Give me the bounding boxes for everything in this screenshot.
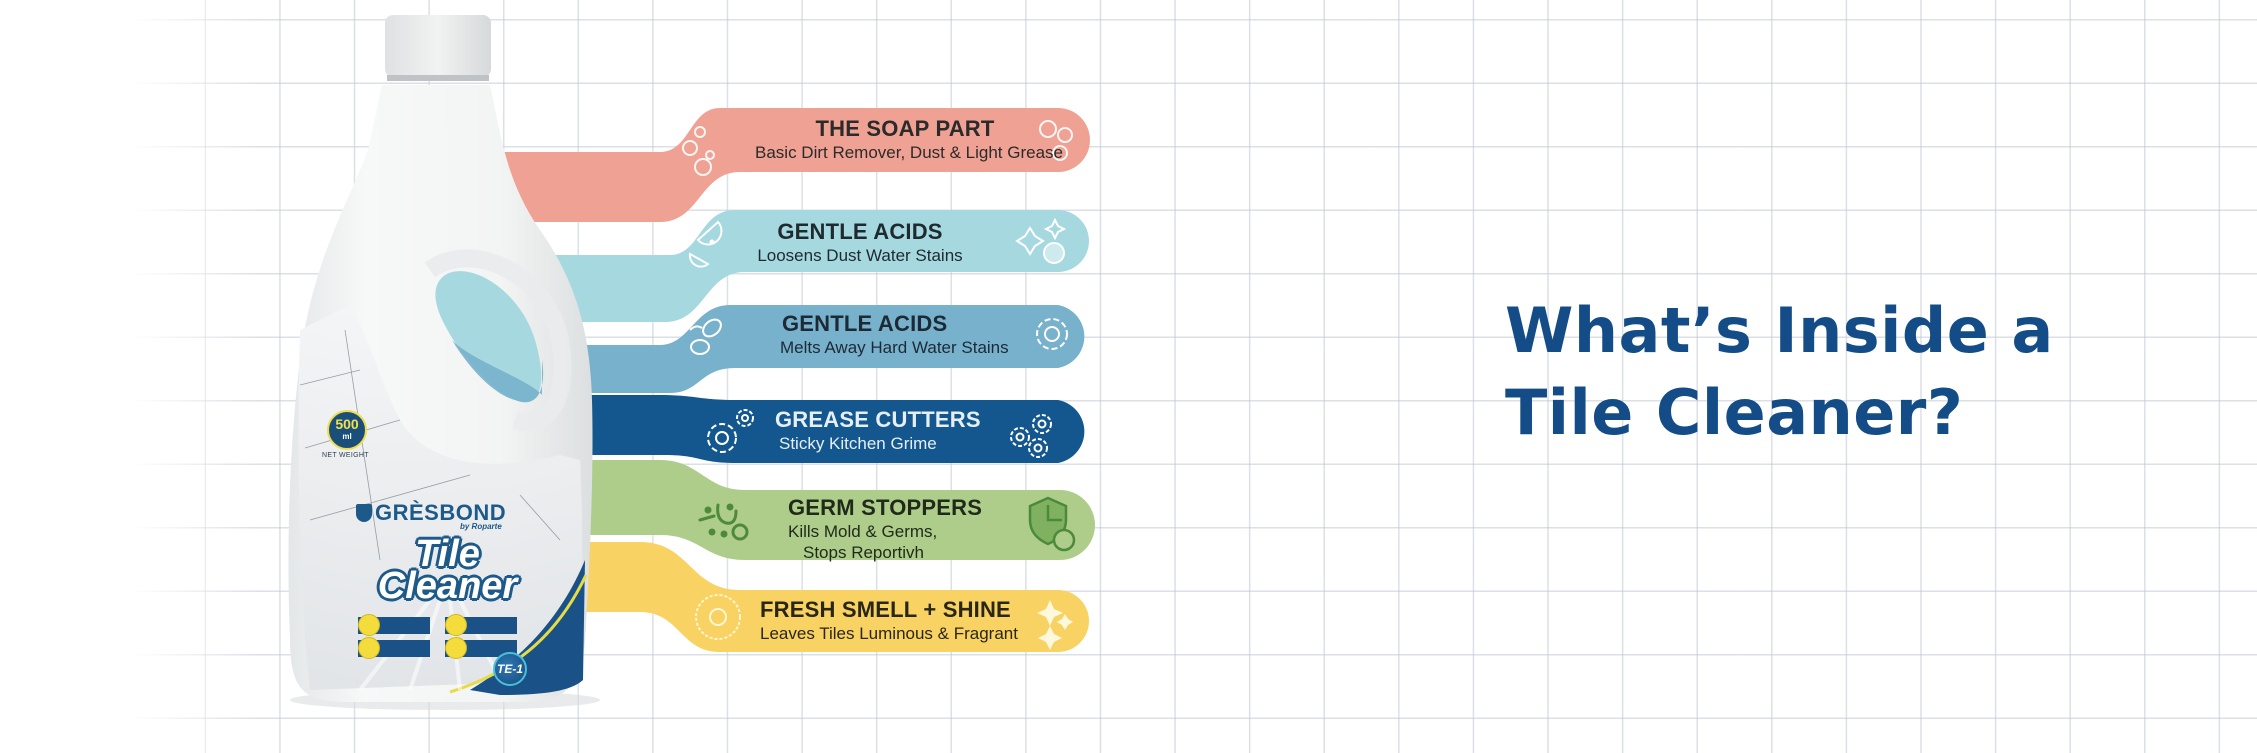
gears-icon	[1010, 414, 1052, 458]
germ-icon	[698, 503, 749, 541]
bubbles-icon	[682, 126, 715, 176]
gears-icon	[707, 409, 754, 453]
ingredient-subtitle: Sticky Kitchen Grime	[779, 434, 937, 453]
shield-icon	[1028, 496, 1076, 552]
ingredient-fresh-smell: FRESH SMELL + SHINE Leaves Tiles Luminou…	[760, 597, 1030, 644]
feature-pill-1	[358, 614, 430, 636]
ingredient-subtitle: Basic Dirt Remover, Dust & Light Grease	[755, 143, 1064, 162]
tab-shape-gentle-acids-1	[500, 210, 1089, 322]
lemon-slice-icon	[677, 220, 723, 268]
ingredient-subtitle: Leaves Tiles Luminous & Fragrant	[760, 624, 1018, 643]
bubbles-icon	[1039, 120, 1073, 161]
volume-value: 500	[335, 416, 359, 432]
tab-shape-grease-cutters	[500, 395, 1085, 463]
bottle-cap	[385, 15, 491, 77]
ingredient-gentle-acids-2: GENTLE ACIDS Melts Away Hard Water Stain…	[780, 311, 1030, 358]
sparkles-icon	[1037, 600, 1073, 650]
volume-badge: 500 ml	[327, 410, 367, 450]
background-fade	[0, 0, 260, 753]
sun-flower-icon	[695, 594, 741, 640]
tab-shape-gentle-acids-2	[500, 305, 1085, 393]
ingredient-soap: THE SOAP PART Basic Dirt Remover, Dust &…	[755, 116, 1064, 163]
tab-shape-germ-stoppers	[500, 460, 1095, 560]
gear-icon	[1036, 318, 1068, 350]
ingredient-gentle-acids-1: GENTLE ACIDS Loosens Dust Water Stains	[750, 219, 970, 266]
brand-shield-icon	[356, 504, 372, 522]
net-weight-label: NET WEIGHT	[322, 452, 369, 459]
feature-icon	[445, 614, 467, 636]
feature-pill-3	[358, 637, 430, 659]
ingredient-title: GREASE CUTTERS	[775, 407, 981, 432]
sparkle-citrus-icon	[1015, 217, 1067, 264]
product-name-line2: Cleaner	[377, 565, 518, 607]
feature-icon	[358, 637, 380, 659]
page-title: What’s Inside a Tile Cleaner?	[1505, 290, 2054, 454]
ingredient-subtitle: Loosens Dust Water Stains	[757, 246, 963, 265]
lemon-slice-icon	[689, 318, 722, 355]
te1-badge: TE-1	[493, 652, 527, 686]
bottle-handle-hole	[435, 271, 542, 403]
brand-logo: GRÈSBOND	[356, 500, 506, 526]
tab-shape-soap	[500, 108, 1090, 222]
brand-sub: by Roparte	[460, 522, 502, 531]
ingredient-germ-stoppers: GERM STOPPERS Kills Mold & Germs, Stops …	[772, 495, 1002, 563]
volume-unit: ml	[342, 432, 352, 441]
ingredient-subtitle-line1: Kills Mold & Germs,	[788, 522, 938, 541]
feature-pill-4	[445, 637, 517, 659]
bottle-label	[298, 308, 583, 690]
brand-name: GRÈSBOND	[375, 500, 507, 525]
ingredient-title: GERM STOPPERS	[788, 495, 983, 520]
tab-shape-fresh-smell	[500, 542, 1089, 652]
page-title-line1: What’s Inside a	[1505, 294, 2054, 367]
feature-icon	[358, 614, 380, 636]
feature-icon	[445, 637, 467, 659]
ingredient-grease-cutters: GREASE CUTTERS Sticky Kitchen Grime	[765, 407, 995, 454]
ingredient-title: FRESH SMELL + SHINE	[760, 597, 1011, 622]
product-name: Tile Cleaner	[360, 533, 535, 607]
ingredient-title: GENTLE ACIDS	[782, 311, 948, 336]
ingredient-title: GENTLE ACIDS	[777, 219, 943, 244]
page-title-line2: Tile Cleaner?	[1505, 376, 1964, 449]
ingredient-title: THE SOAP PART	[815, 116, 995, 141]
ingredient-subtitle: Melts Away Hard Water Stains	[780, 338, 1009, 357]
product-name-line1: Tile	[415, 533, 480, 575]
ingredient-subtitle-line2: Stops Reportivh	[803, 543, 924, 562]
feature-pill-2	[445, 614, 517, 636]
